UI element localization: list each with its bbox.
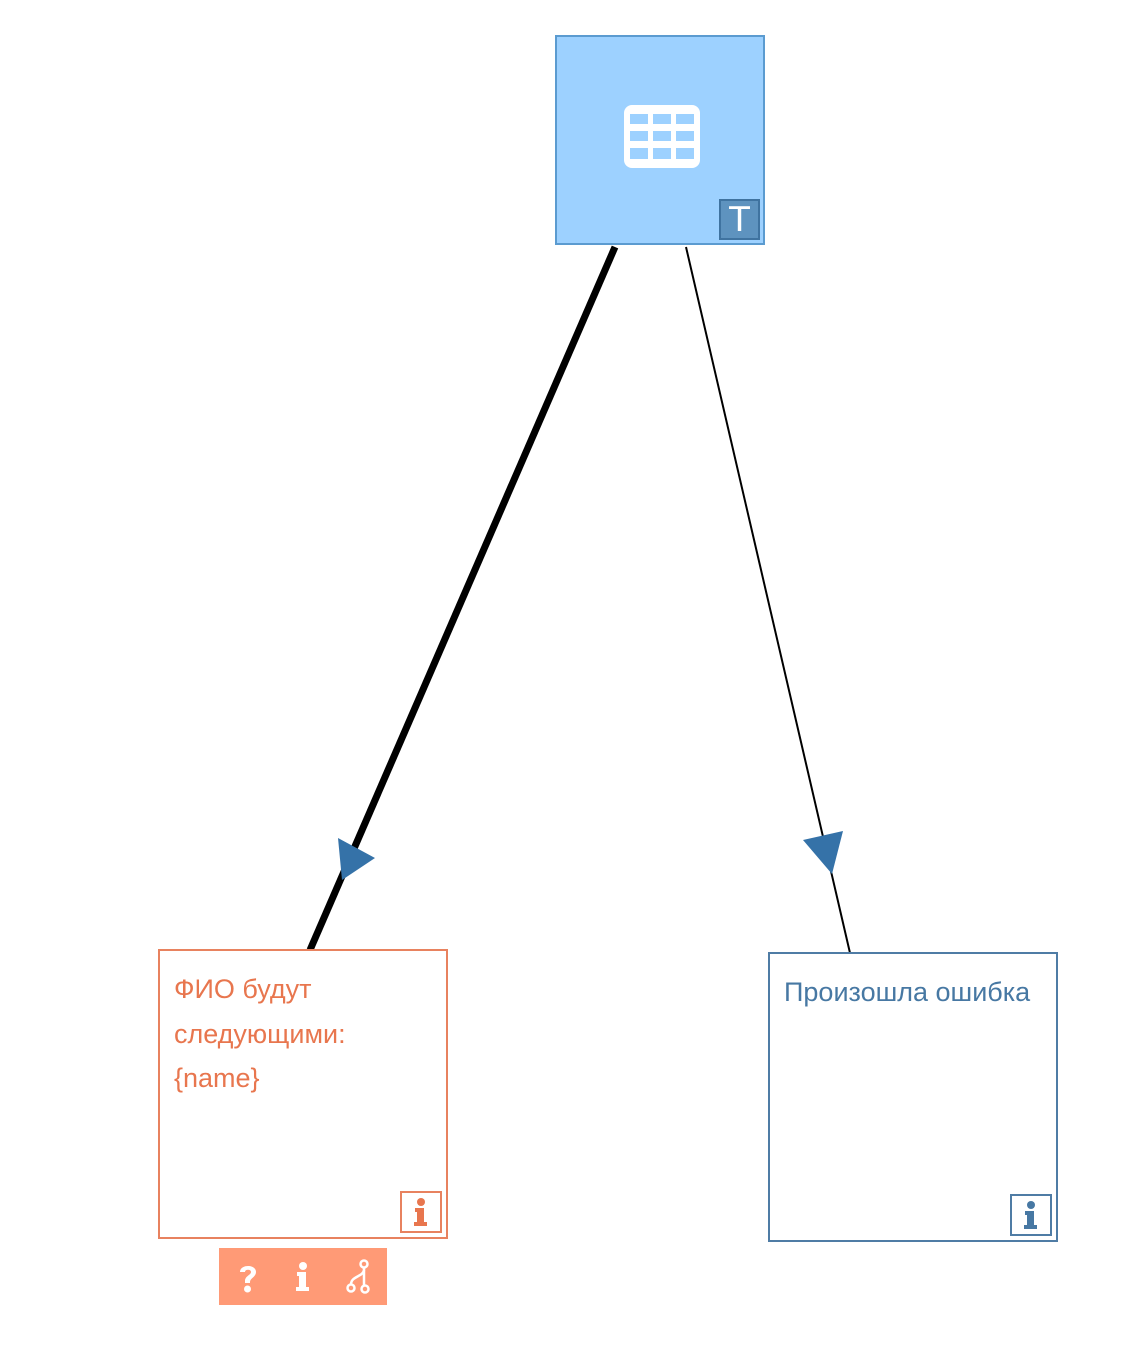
help-button[interactable] [229,1258,267,1296]
info-icon [1024,1201,1037,1229]
edge-table-to-success[interactable] [306,245,619,952]
error-info-badge[interactable] [1010,1194,1052,1236]
edge-arrowhead-success [338,838,375,880]
branch-icon [346,1259,370,1294]
table-node[interactable]: T [555,35,765,245]
info-button[interactable] [284,1258,322,1296]
edge-arrowhead-error [803,831,843,874]
type-badge: T [719,199,760,240]
success-info-badge[interactable] [400,1191,442,1233]
success-message-text: ФИО будут следующими: {name} [174,974,346,1093]
error-message-text: Произошла ошибка [784,977,1031,1007]
table-icon [624,105,700,168]
help-icon [240,1266,256,1293]
branch-button[interactable] [339,1258,377,1296]
info-icon [296,1262,309,1291]
success-message-node[interactable]: ФИО будут следующими: {name} [158,949,448,1239]
error-message-node[interactable]: Произошла ошибка [768,952,1058,1242]
node-toolbar [219,1248,387,1305]
edge-table-to-error[interactable] [685,246,851,954]
info-icon [414,1198,427,1226]
